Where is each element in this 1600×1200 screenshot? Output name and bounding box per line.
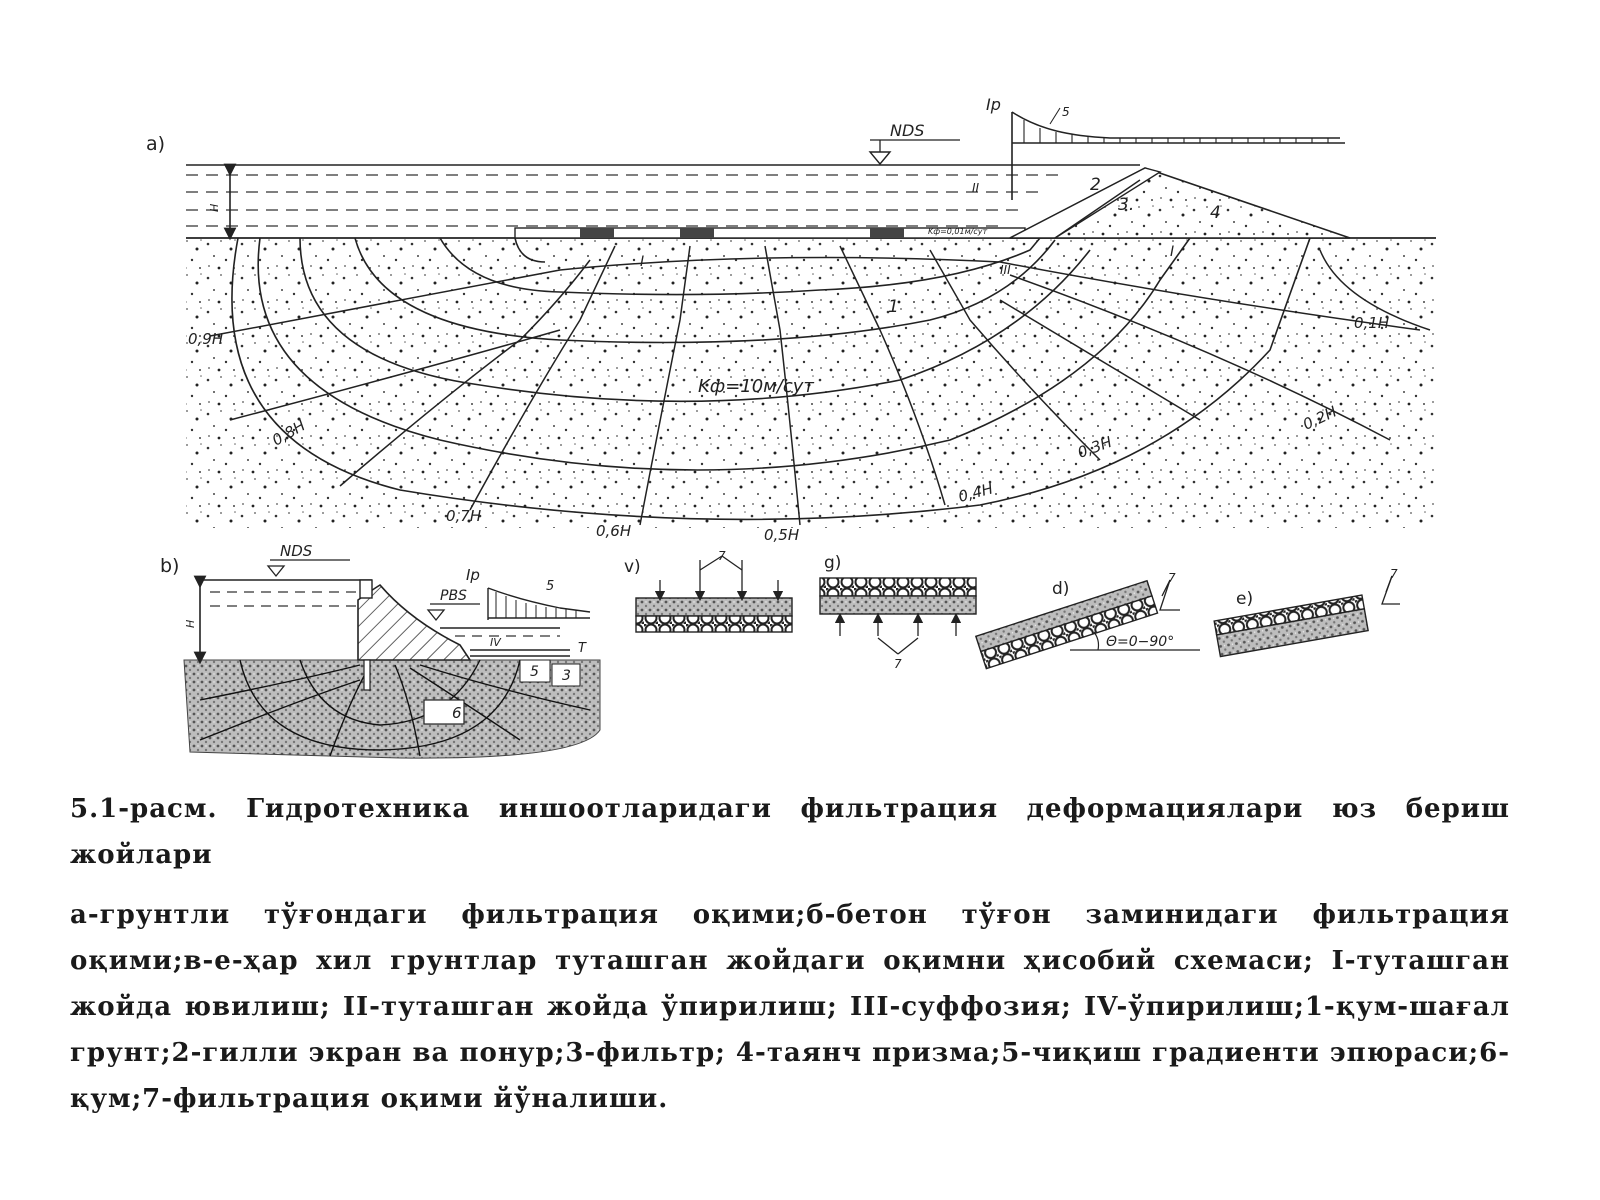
zone-IV: IV bbox=[490, 636, 502, 649]
foundation-soil bbox=[183, 659, 601, 759]
filter-box-b bbox=[519, 659, 551, 683]
num-7-d: 7 bbox=[1168, 571, 1176, 585]
panel-v: v) 7 bbox=[624, 549, 793, 633]
panel-g: g) 7 bbox=[819, 553, 977, 671]
panel-b-label: b) bbox=[160, 555, 179, 577]
coarse-layer-v bbox=[635, 615, 793, 633]
equipotential-lines bbox=[231, 237, 1311, 521]
panel-a-label: a) bbox=[146, 133, 165, 155]
num-3-b: 3 bbox=[562, 668, 571, 684]
cutoff bbox=[363, 659, 371, 691]
filter-number: 3. bbox=[1118, 195, 1134, 215]
panel-b: b) 6 H NDS bbox=[160, 542, 601, 759]
panel-a: a) NDS H bbox=[146, 95, 1436, 544]
soil-number: 1 bbox=[888, 297, 899, 317]
angle-label: Θ=0−90° bbox=[1106, 634, 1174, 650]
head-label-06: 0,6H bbox=[596, 522, 631, 540]
panel-d-label: d) bbox=[1052, 579, 1069, 599]
head-label-09: 0,9H bbox=[188, 330, 223, 348]
panel-e-label: e) bbox=[1236, 589, 1253, 609]
gradient-number-b: 5 bbox=[546, 579, 554, 594]
figure-caption-body: а-грунтли тўғондаги фильтрация оқими;б-б… bbox=[70, 900, 1510, 1114]
depth-label: H bbox=[208, 204, 221, 212]
flow-arrows-d bbox=[1159, 579, 1180, 611]
pbs-marker: PBS bbox=[426, 588, 480, 622]
apron-block bbox=[580, 228, 614, 238]
pbs-label: PBS bbox=[440, 588, 467, 604]
reservoir-water bbox=[186, 174, 1060, 227]
nds-marker-b: NDS bbox=[266, 542, 350, 578]
nds-level-marker: NDS bbox=[868, 121, 960, 166]
zone-III: III bbox=[1000, 263, 1011, 277]
filter-box-b2 bbox=[551, 663, 581, 687]
k-small-label: Kф=0,01м/сут bbox=[928, 227, 987, 236]
num-7-g: 7 bbox=[894, 657, 902, 671]
flow-arrows-e bbox=[1381, 575, 1400, 605]
head-label-05: 0,5H bbox=[764, 526, 799, 544]
gradient-number: 5 bbox=[1062, 105, 1070, 119]
soil-body bbox=[186, 238, 1436, 528]
figure-caption-title: 5.1-расм. Гидротехника иншоотларидаги фи… bbox=[70, 794, 1510, 870]
exit-gradient-epure bbox=[1011, 107, 1345, 200]
earth-dam bbox=[1009, 167, 1351, 239]
zone-II: II bbox=[972, 181, 980, 195]
exit-gradient-epure-b bbox=[487, 587, 591, 620]
coarse-layer-d bbox=[979, 595, 1159, 670]
panel-e: e) 7 bbox=[1213, 567, 1400, 658]
prism-number: 4 bbox=[1210, 203, 1221, 223]
fine-layer-e bbox=[1215, 608, 1369, 658]
fine-layer-g bbox=[819, 595, 977, 615]
nds-label: NDS bbox=[890, 121, 924, 140]
gradient-label: Ip bbox=[986, 95, 1001, 114]
screen-number: 2 bbox=[1090, 175, 1101, 195]
apron-block bbox=[870, 228, 904, 238]
zone-I-right: I bbox=[1170, 244, 1174, 260]
nds-label-b: NDS bbox=[280, 542, 313, 560]
num-7-v: 7 bbox=[718, 549, 726, 563]
coarse-layer-g bbox=[819, 577, 977, 597]
k-main-label: Kф=10м/сут bbox=[698, 376, 814, 397]
t-label: T bbox=[578, 641, 587, 656]
depth-label-b: H bbox=[184, 620, 197, 628]
panel-d: d) Θ=0−90° 7 bbox=[974, 571, 1200, 670]
fine-layer-v bbox=[635, 597, 793, 617]
num-7-e: 7 bbox=[1390, 567, 1398, 581]
panel-v-label: v) bbox=[624, 557, 641, 577]
apron-block bbox=[680, 228, 714, 238]
filtration-diagram: a) NDS H bbox=[146, 95, 1436, 759]
panel-g-label: g) bbox=[824, 553, 841, 573]
flow-lines bbox=[209, 245, 1431, 526]
angle-arc-d bbox=[1093, 631, 1100, 651]
num-6: 6 bbox=[452, 704, 462, 722]
head-label-07: 0,7H bbox=[446, 507, 481, 525]
flow-arrows-v bbox=[654, 555, 784, 602]
zone-I-left: I bbox=[640, 254, 644, 270]
sand-pocket bbox=[423, 699, 465, 725]
upstream-water bbox=[210, 591, 356, 607]
num-5-b: 5 bbox=[530, 664, 539, 680]
head-label-01: 0,1H bbox=[1354, 314, 1389, 332]
flow-arrows-g bbox=[834, 612, 962, 655]
gradient-label-b: Ip bbox=[466, 566, 480, 584]
dam-crest bbox=[359, 579, 373, 599]
